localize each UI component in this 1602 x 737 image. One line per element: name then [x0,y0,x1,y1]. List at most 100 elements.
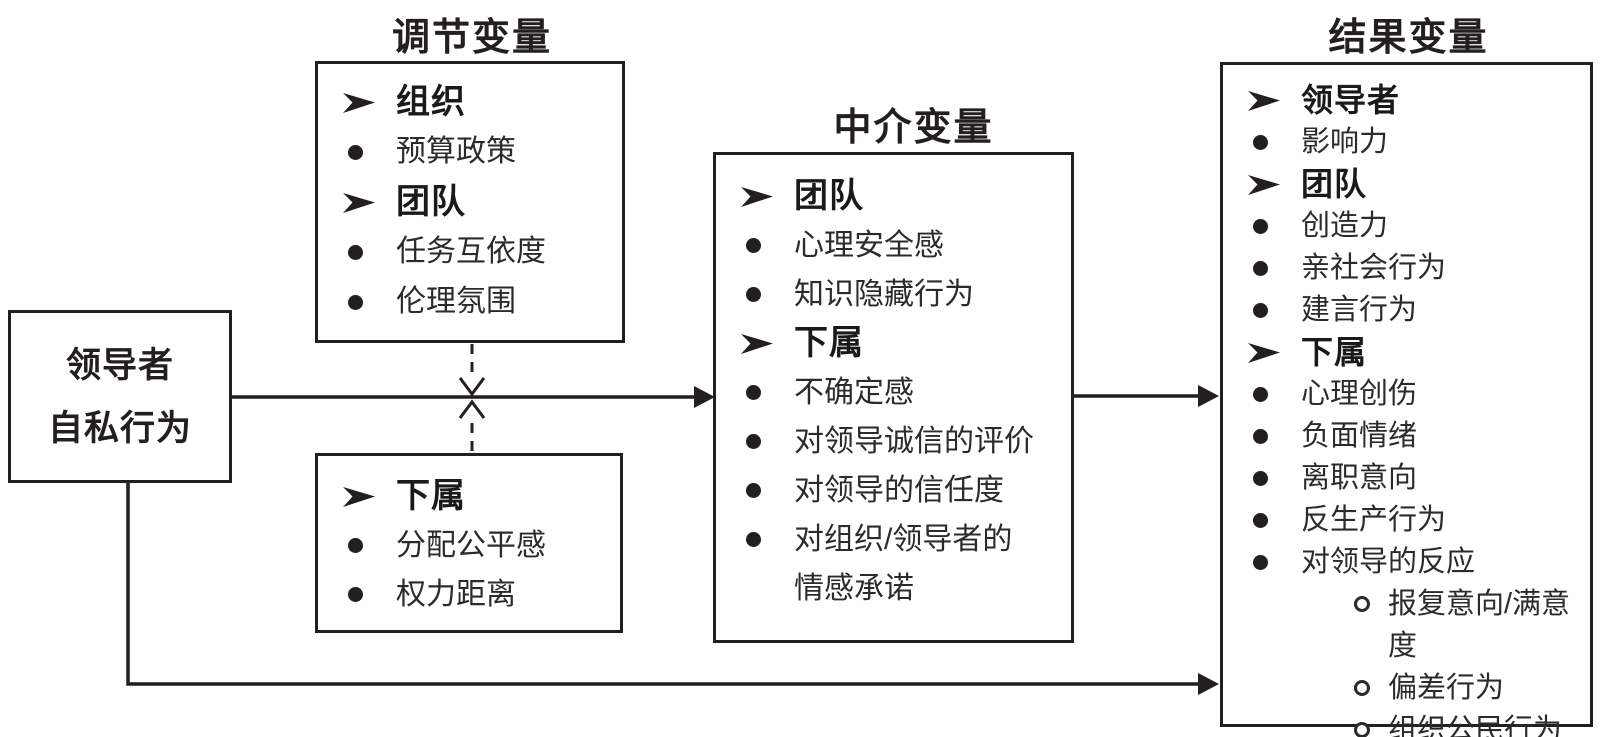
list-item-label: 组织公民行为 [1388,714,1563,737]
arrowhead-icon [1223,163,1301,205]
list-item-label: 心理安全感 [794,229,944,262]
list-item-label: 权力距离 [396,578,516,611]
bullet-icon [716,466,794,515]
main-effect-arrow [232,386,715,408]
list-item: 团队 [716,172,1071,221]
list-item-label: 下属 [396,477,466,515]
bullet-icon [318,570,396,619]
bullet-icon [716,515,794,564]
list-item: 知识隐藏行为 [716,270,1071,319]
bullet-icon [1223,121,1301,163]
arrowhead-icon [716,172,794,221]
list-item-label: 报复意向/满意度 [1388,588,1571,662]
outcome-title: 结果变量 [1328,17,1489,59]
bullet-icon [1223,457,1301,499]
list-item-label: 分配公平感 [396,529,546,562]
arrowhead-icon [318,77,396,127]
list-item: 负面情绪 [1223,415,1590,457]
arrowhead-icon [318,472,396,521]
list-item-label: 任务互依度 [396,235,546,268]
moderation-arrow-bottom [458,399,486,451]
list-item-label: 影响力 [1301,126,1389,158]
bullet-icon [1223,415,1301,457]
list-item: 团队 [318,177,622,227]
list-item: 权力距离 [318,570,620,619]
list-item-label: 反生产行为 [1301,504,1447,536]
list-item: 偏差行为 [1223,667,1590,709]
list-item-label: 下属 [1301,334,1368,370]
mediator-title: 中介变量 [833,107,994,149]
arrowhead-icon [1223,331,1301,373]
open-bullet-icon [1223,709,1388,737]
arrowhead-icon [1223,79,1301,121]
list-item: 任务互依度 [318,227,622,277]
moderator-bottom-box: 下属分配公平感权力距离 [315,453,623,633]
list-item-label: 负面情绪 [1301,420,1418,452]
bullet-icon [1223,205,1301,247]
list-item: 组织 [318,77,622,127]
list-item-label: 亲社会行为 [1301,252,1447,284]
bullet-icon [716,417,794,466]
list-item: 心理安全感 [716,221,1071,270]
bullet-icon [1223,499,1301,541]
list-item: 影响力 [1223,121,1590,163]
bullet-icon [318,521,396,570]
direct-effect-arrow [126,483,1219,695]
list-item-label: 团队 [794,177,864,215]
open-bullet-icon [1223,667,1388,709]
list-item: 对领导诚信的评价 [716,417,1071,466]
list-item-label: 伦理氛围 [396,285,516,318]
list-item-label: 对组织/领导者的 情感承诺 [794,523,1013,605]
bullet-icon [716,368,794,417]
list-item-label: 离职意向 [1301,462,1418,494]
bullet-icon [1223,373,1301,415]
moderation-arrow-top [458,344,486,397]
list-item-label: 偏差行为 [1388,672,1505,704]
bullet-icon [318,127,396,177]
open-bullet-icon [1223,583,1388,625]
list-item-label: 建言行为 [1301,294,1418,326]
mediator-box: 团队心理安全感知识隐藏行为下属不确定感对领导诚信的评价对领导的信任度对组织/领导… [713,152,1074,643]
list-item-label: 团队 [396,183,466,221]
bullet-icon [1223,541,1301,583]
source-box-line-1: 领导者 [65,345,174,385]
bullet-icon [318,227,396,277]
list-item: 离职意向 [1223,457,1590,499]
list-item-label: 不确定感 [794,376,914,409]
list-item-label: 领导者 [1301,82,1401,118]
list-item: 创造力 [1223,205,1590,247]
list-item-label: 组织 [396,83,466,121]
moderator-title: 调节变量 [391,17,552,59]
arrowhead-icon [318,177,396,227]
outcome-box: 领导者影响力团队创造力亲社会行为建言行为下属心理创伤负面情绪离职意向反生产行为对… [1220,62,1593,737]
list-item: 下属 [1223,331,1590,373]
list-item: 报复意向/满意度 [1223,583,1590,667]
bullet-icon [1223,247,1301,289]
list-item-label: 对领导诚信的评价 [794,425,1034,458]
list-item-label: 创造力 [1301,210,1389,242]
bullet-icon [1223,289,1301,331]
list-item: 对组织/领导者的 情感承诺 [716,515,1071,613]
list-item: 下属 [716,319,1071,368]
moderator-top-box: 组织预算政策团队任务互依度伦理氛围 [315,61,625,343]
list-item-label: 团队 [1301,166,1368,202]
list-item: 下属 [318,472,620,521]
mediation-to-outcome-arrow [1074,385,1219,407]
list-item: 反生产行为 [1223,499,1590,541]
list-item-label: 下属 [794,324,864,362]
list-item: 不确定感 [716,368,1071,417]
list-item: 伦理氛围 [318,277,622,327]
bullet-icon [716,270,794,319]
list-item-label: 知识隐藏行为 [794,278,974,311]
list-item: 团队 [1223,163,1590,205]
list-item: 对领导的反应 [1223,541,1590,583]
list-item: 心理创伤 [1223,373,1590,415]
bullet-icon [716,221,794,270]
list-item: 亲社会行为 [1223,247,1590,289]
source-box-line-2: 自私行为 [47,408,192,448]
bullet-icon [318,277,396,327]
list-item-label: 预算政策 [396,135,516,168]
list-item-label: 对领导的信任度 [794,474,1004,507]
